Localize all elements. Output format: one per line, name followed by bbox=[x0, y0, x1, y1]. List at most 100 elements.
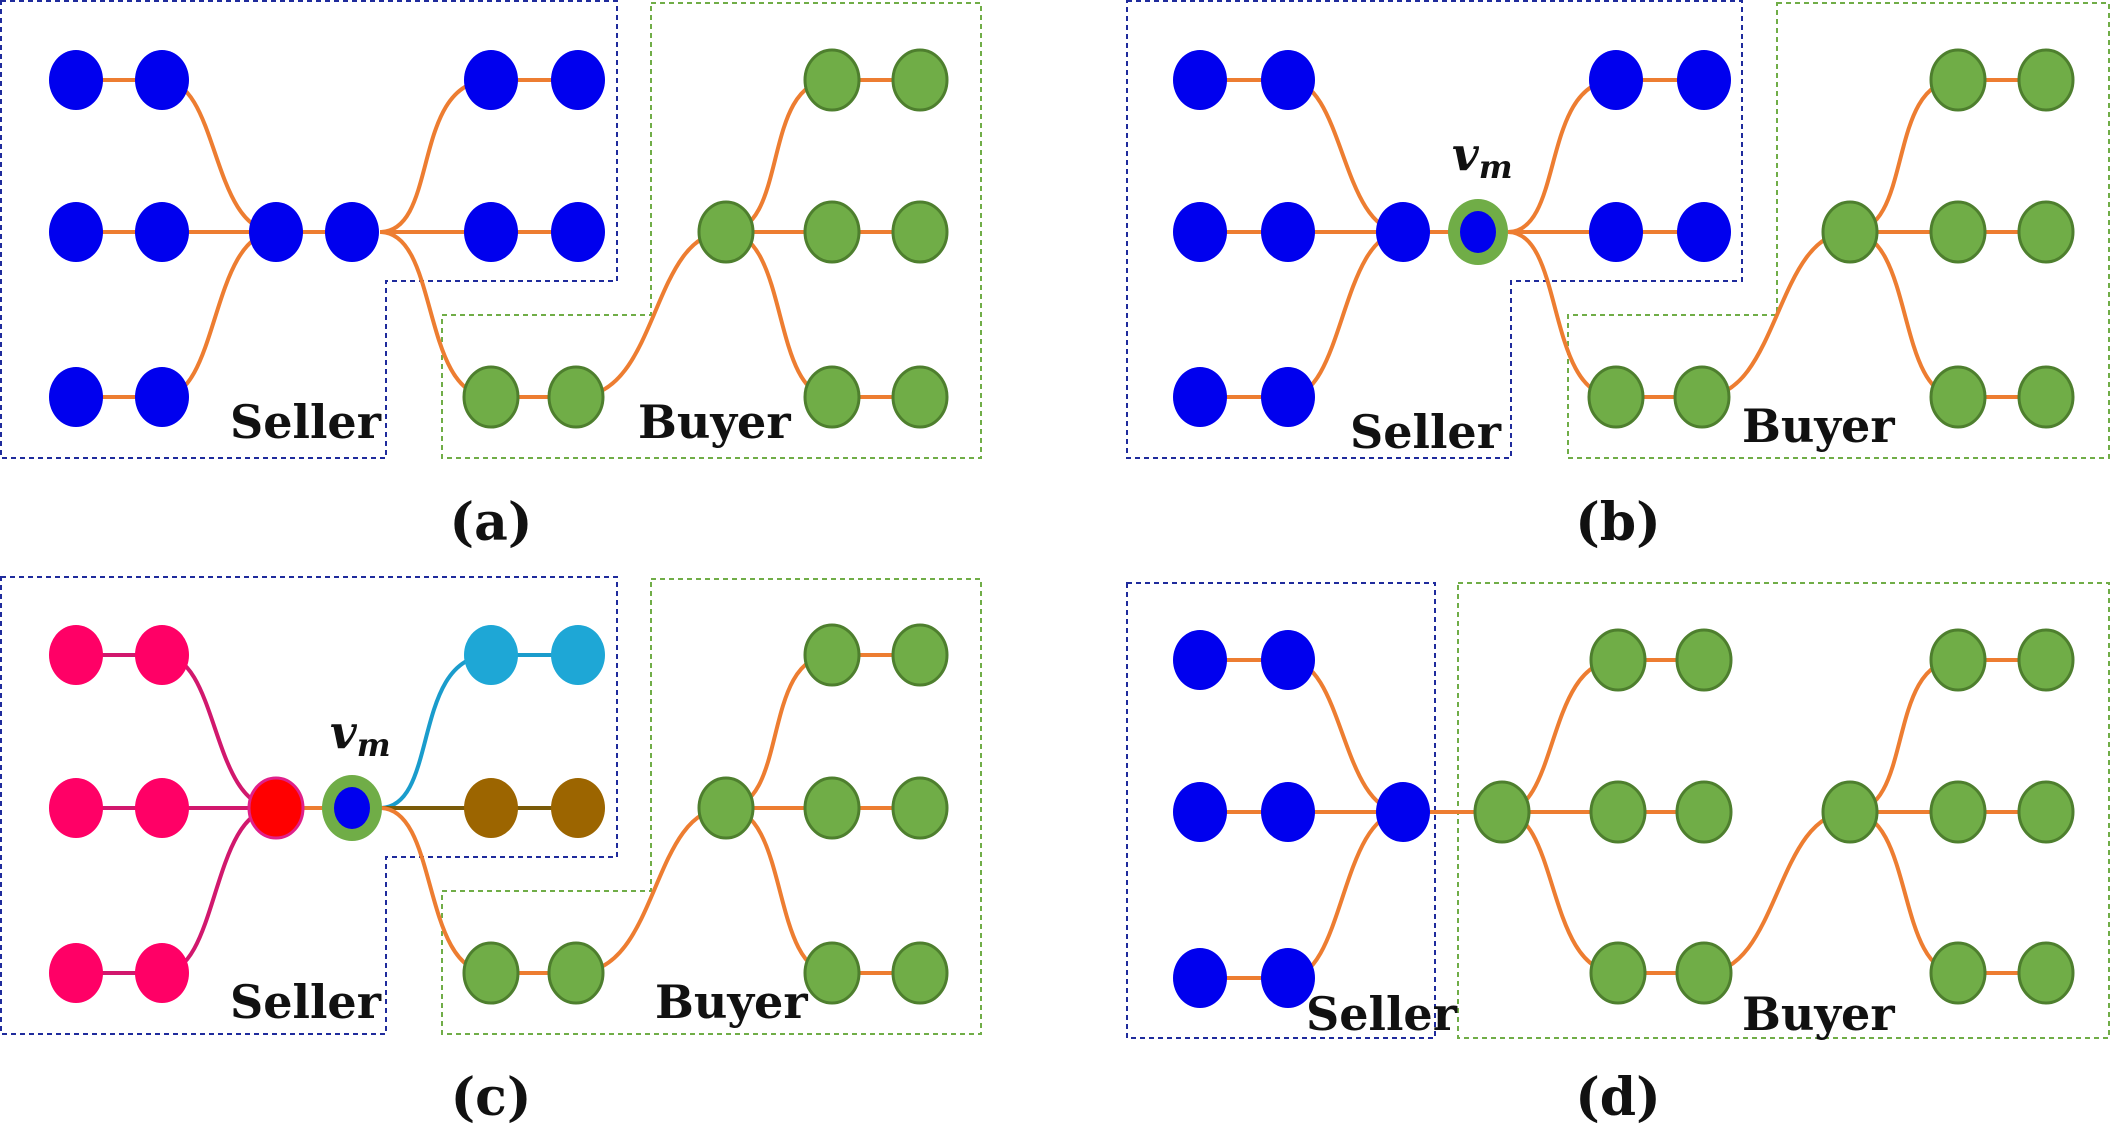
node bbox=[1929, 365, 1987, 429]
node bbox=[891, 48, 949, 112]
node bbox=[1173, 202, 1227, 262]
panel-caption: (a) bbox=[450, 492, 533, 553]
node bbox=[135, 50, 189, 110]
node bbox=[135, 778, 189, 838]
node bbox=[1261, 367, 1315, 427]
red-node bbox=[247, 776, 305, 840]
node bbox=[464, 778, 518, 838]
node bbox=[464, 202, 518, 262]
node bbox=[49, 367, 103, 427]
node bbox=[803, 48, 861, 112]
node bbox=[1929, 628, 1987, 692]
node bbox=[1677, 50, 1731, 110]
node bbox=[1173, 50, 1227, 110]
node bbox=[1675, 941, 1733, 1005]
node bbox=[697, 200, 755, 264]
node bbox=[2017, 48, 2075, 112]
node bbox=[49, 943, 103, 1003]
panel-b: vm Seller Buyer (b) bbox=[1126, 0, 2110, 553]
seller-region-box bbox=[1126, 0, 1743, 459]
node bbox=[1589, 202, 1643, 262]
node bbox=[135, 367, 189, 427]
node bbox=[891, 776, 949, 840]
seller-label: Seller bbox=[230, 395, 382, 449]
node bbox=[1929, 941, 1987, 1005]
seller-label: Seller bbox=[1306, 987, 1458, 1041]
node bbox=[1821, 780, 1879, 844]
buyer-nodes bbox=[462, 48, 949, 429]
brown-nodes bbox=[464, 778, 605, 838]
node bbox=[325, 202, 379, 262]
node bbox=[1929, 780, 1987, 844]
panel-d: Seller Buyer (d) bbox=[1126, 582, 2110, 1128]
node bbox=[1929, 200, 1987, 264]
node bbox=[1261, 50, 1315, 110]
node bbox=[697, 776, 755, 840]
node bbox=[2017, 628, 2075, 692]
node bbox=[551, 778, 605, 838]
node bbox=[1589, 780, 1647, 844]
panel-caption: (b) bbox=[1575, 492, 1661, 553]
vm-label: vm bbox=[1452, 127, 1513, 186]
node bbox=[1261, 948, 1315, 1008]
node bbox=[1261, 630, 1315, 690]
cyan-nodes bbox=[464, 625, 605, 685]
buyer-label: Buyer bbox=[655, 975, 808, 1029]
node bbox=[1821, 200, 1879, 264]
node bbox=[803, 623, 861, 687]
buyer-label: Buyer bbox=[638, 395, 791, 449]
node bbox=[1929, 48, 1987, 112]
node bbox=[891, 200, 949, 264]
node bbox=[1173, 367, 1227, 427]
node bbox=[1376, 202, 1430, 262]
seller-nodes bbox=[49, 50, 605, 427]
node bbox=[891, 623, 949, 687]
node bbox=[462, 941, 520, 1005]
panel-a: Seller Buyer (a) bbox=[0, 0, 982, 553]
seller-label: Seller bbox=[1350, 405, 1502, 459]
node bbox=[464, 625, 518, 685]
pink-nodes bbox=[49, 625, 189, 1003]
node bbox=[1587, 365, 1645, 429]
node bbox=[1589, 50, 1643, 110]
node bbox=[551, 625, 605, 685]
buyer-nodes bbox=[1587, 48, 2075, 429]
node bbox=[1173, 630, 1227, 690]
node bbox=[249, 202, 303, 262]
node bbox=[1677, 202, 1731, 262]
node bbox=[49, 50, 103, 110]
node bbox=[891, 941, 949, 1005]
buyer-label: Buyer bbox=[1742, 987, 1895, 1041]
seller-label: Seller bbox=[230, 975, 382, 1029]
vm-node bbox=[1448, 199, 1508, 265]
buyer-label: Buyer bbox=[1742, 399, 1895, 453]
node bbox=[1261, 782, 1315, 842]
node bbox=[2017, 200, 2075, 264]
node bbox=[2017, 780, 2075, 844]
node bbox=[464, 50, 518, 110]
node bbox=[803, 200, 861, 264]
node bbox=[462, 365, 520, 429]
vm-label: vm bbox=[330, 705, 391, 764]
node bbox=[2017, 365, 2075, 429]
node bbox=[1675, 780, 1733, 844]
node bbox=[803, 776, 861, 840]
node bbox=[891, 365, 949, 429]
buyer-region-box bbox=[441, 578, 982, 1035]
node bbox=[803, 941, 861, 1005]
panel-c: vm Seller Buyer (c) bbox=[0, 576, 982, 1128]
buyer-nodes bbox=[462, 623, 949, 1005]
node bbox=[547, 941, 605, 1005]
node bbox=[1376, 782, 1430, 842]
buyer-nodes bbox=[1473, 628, 2075, 1005]
node bbox=[1173, 948, 1227, 1008]
node bbox=[49, 202, 103, 262]
node bbox=[135, 202, 189, 262]
seller-region-box bbox=[0, 576, 618, 1035]
node bbox=[1173, 782, 1227, 842]
buyer-region-box bbox=[441, 2, 982, 459]
panel-caption: (d) bbox=[1575, 1067, 1661, 1128]
vm-node bbox=[322, 775, 382, 841]
node bbox=[803, 365, 861, 429]
seller-nodes bbox=[1173, 50, 1731, 427]
